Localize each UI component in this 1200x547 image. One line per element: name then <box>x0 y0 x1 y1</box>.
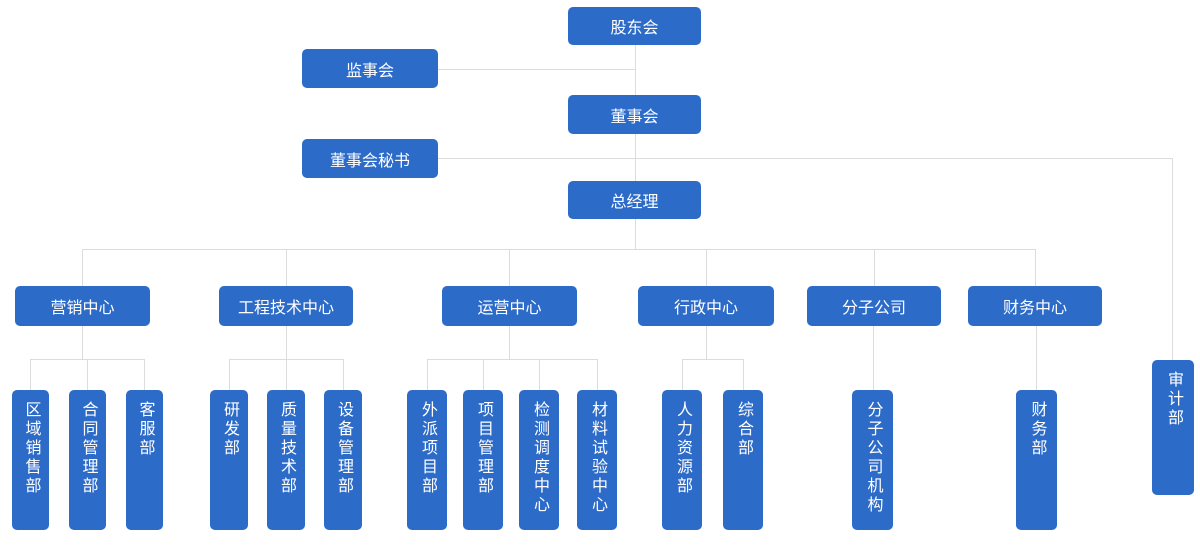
org-node-label: 人力资源部 <box>674 401 691 496</box>
org-node-supervisory-board: 监事会 <box>302 49 438 88</box>
org-node-quality-tech: 质量技术部 <box>267 390 305 530</box>
org-node-audit-dept: 审计部 <box>1152 360 1194 495</box>
org-node-general-manager: 总经理 <box>568 181 701 219</box>
connector-line <box>682 359 743 360</box>
org-node-label: 股东会 <box>610 20 659 37</box>
org-node-engineering-center: 工程技术中心 <box>219 286 353 326</box>
org-node-subsidiary-orgs: 分子公司机构 <box>852 390 893 530</box>
connector-line <box>82 326 83 359</box>
org-node-label: 行政中心 <box>673 300 738 317</box>
org-node-operations-center: 运营中心 <box>442 286 577 326</box>
connector-line <box>427 359 428 390</box>
org-node-regional-sales: 区域销售部 <box>12 390 49 530</box>
org-node-customer-service: 客服部 <box>126 390 163 530</box>
connector-line <box>286 249 287 286</box>
connector-line <box>635 219 636 249</box>
org-node-equipment-mgmt: 设备管理部 <box>324 390 362 530</box>
connector-line <box>873 326 874 390</box>
connector-line <box>343 359 344 390</box>
connector-line <box>82 249 83 286</box>
connector-line <box>635 45 636 95</box>
org-node-label: 营销中心 <box>50 300 115 317</box>
connector-line <box>30 359 31 390</box>
connector-line <box>438 158 1173 159</box>
connector-line <box>874 249 875 286</box>
connector-line <box>286 359 287 390</box>
org-node-label: 财务中心 <box>1002 300 1067 317</box>
org-node-label: 研发部 <box>221 401 238 458</box>
org-node-label: 综合部 <box>735 401 752 458</box>
org-node-shareholders: 股东会 <box>568 7 701 45</box>
org-node-dispatch-projects: 外派项目部 <box>407 390 447 530</box>
org-node-label: 董事会 <box>610 108 659 126</box>
org-node-hr-dept: 人力资源部 <box>662 390 702 530</box>
org-node-label: 材料试验中心 <box>589 401 606 515</box>
org-node-marketing-center: 营销中心 <box>15 286 150 326</box>
org-node-finance-dept: 财务部 <box>1016 390 1057 530</box>
org-node-label: 设备管理部 <box>335 401 352 496</box>
org-node-label: 客服部 <box>136 401 154 458</box>
org-node-label: 财务部 <box>1028 401 1046 458</box>
connector-line <box>597 359 598 390</box>
org-node-label: 区域销售部 <box>22 401 40 496</box>
org-node-general-affairs: 综合部 <box>723 390 763 530</box>
org-node-label: 检测调度中心 <box>531 401 548 515</box>
connector-line <box>427 359 597 360</box>
connector-line <box>229 359 230 390</box>
connector-line <box>706 326 707 359</box>
org-node-subsidiaries: 分子公司 <box>807 286 941 326</box>
org-node-label: 外派项目部 <box>419 401 436 496</box>
connector-line <box>87 359 88 390</box>
connector-line <box>509 249 510 286</box>
org-node-label: 质量技术部 <box>278 401 295 496</box>
org-node-label: 项目管理部 <box>475 401 492 496</box>
connector-line <box>438 69 635 70</box>
org-node-label: 分子公司机构 <box>864 401 882 515</box>
connector-line <box>1036 326 1037 390</box>
connector-line <box>743 359 744 390</box>
org-node-label: 合同管理部 <box>79 401 97 496</box>
connector-line <box>539 359 540 390</box>
connector-line <box>483 359 484 390</box>
connector-line <box>82 249 1036 250</box>
org-node-label: 分子公司 <box>841 300 906 317</box>
connector-line <box>682 359 683 390</box>
org-node-label: 运营中心 <box>477 300 542 317</box>
org-node-finance-center: 财务中心 <box>968 286 1102 326</box>
connector-line <box>509 326 510 359</box>
connector-line <box>1172 158 1173 360</box>
org-node-board-secretary: 董事会秘书 <box>302 139 438 178</box>
org-node-contract-mgmt: 合同管理部 <box>69 390 106 530</box>
org-node-label: 审计部 <box>1165 371 1182 428</box>
org-node-rd-dept: 研发部 <box>210 390 248 530</box>
connector-line <box>706 249 707 286</box>
connector-line <box>1035 249 1036 286</box>
org-node-admin-center: 行政中心 <box>638 286 774 326</box>
org-node-testing-dispatch: 检测调度中心 <box>519 390 559 530</box>
org-node-material-testing: 材料试验中心 <box>577 390 617 530</box>
org-node-label: 董事会秘书 <box>329 152 410 170</box>
org-node-label: 总经理 <box>610 194 659 211</box>
connector-line <box>635 134 636 181</box>
org-node-project-mgmt: 项目管理部 <box>463 390 503 530</box>
org-node-label: 工程技术中心 <box>237 300 334 317</box>
org-node-label: 监事会 <box>345 62 394 80</box>
org-node-board-of-directors: 董事会 <box>568 95 701 134</box>
connector-line <box>286 326 287 359</box>
connector-line <box>144 359 145 390</box>
